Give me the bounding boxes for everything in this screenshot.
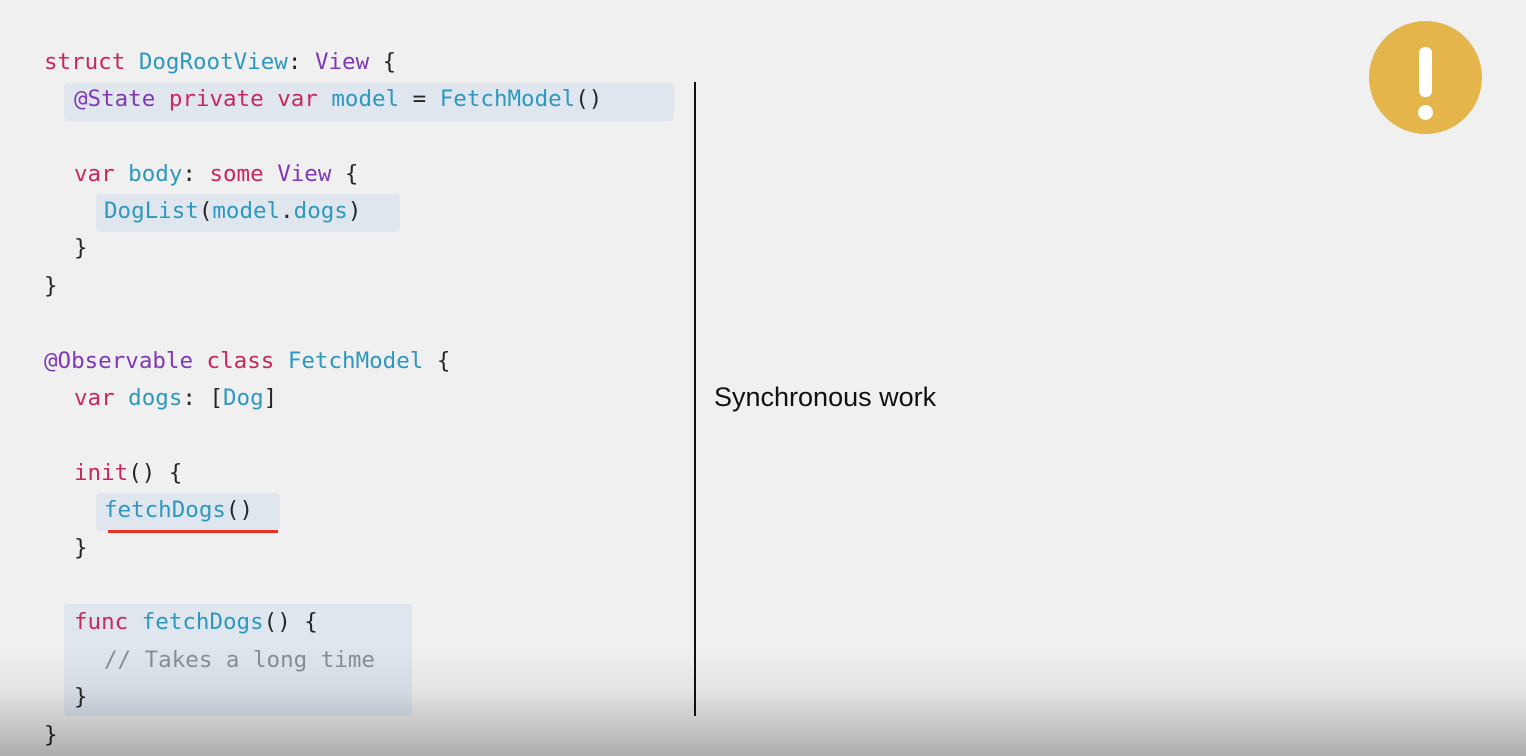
code-line-4: var body: some View { [74, 161, 359, 187]
code-line-1: struct DogRootView: View { [44, 49, 397, 75]
highlight-state-model [64, 83, 674, 121]
exclamation-icon [1369, 21, 1482, 134]
code-line-17: // Takes a long time [104, 647, 375, 673]
code-line-2: @State private var model = FetchModel() [74, 86, 603, 112]
error-underline [108, 530, 278, 533]
timeline-divider [694, 82, 696, 716]
code-line-13: fetchDogs() [104, 497, 254, 523]
code-line-16: func fetchDogs() { [74, 609, 318, 635]
synchronous-work-label: Synchronous work [714, 382, 937, 412]
code-line-7: } [44, 273, 58, 299]
highlight-fetchdogs-func [64, 604, 412, 716]
code-line-12: init() { [74, 460, 183, 486]
code-line-5: DogList(model.dogs) [104, 198, 362, 224]
code-line-6: } [74, 235, 88, 261]
highlight-doglist [96, 194, 400, 232]
code-line-9: @Observable class FetchModel { [44, 348, 451, 374]
code-line-14: } [74, 535, 88, 561]
code-line-19: } [44, 722, 58, 748]
code-line-18: } [74, 684, 88, 710]
code-line-10: var dogs: [Dog] [74, 385, 278, 411]
highlight-fetchdogs-call [96, 493, 280, 531]
